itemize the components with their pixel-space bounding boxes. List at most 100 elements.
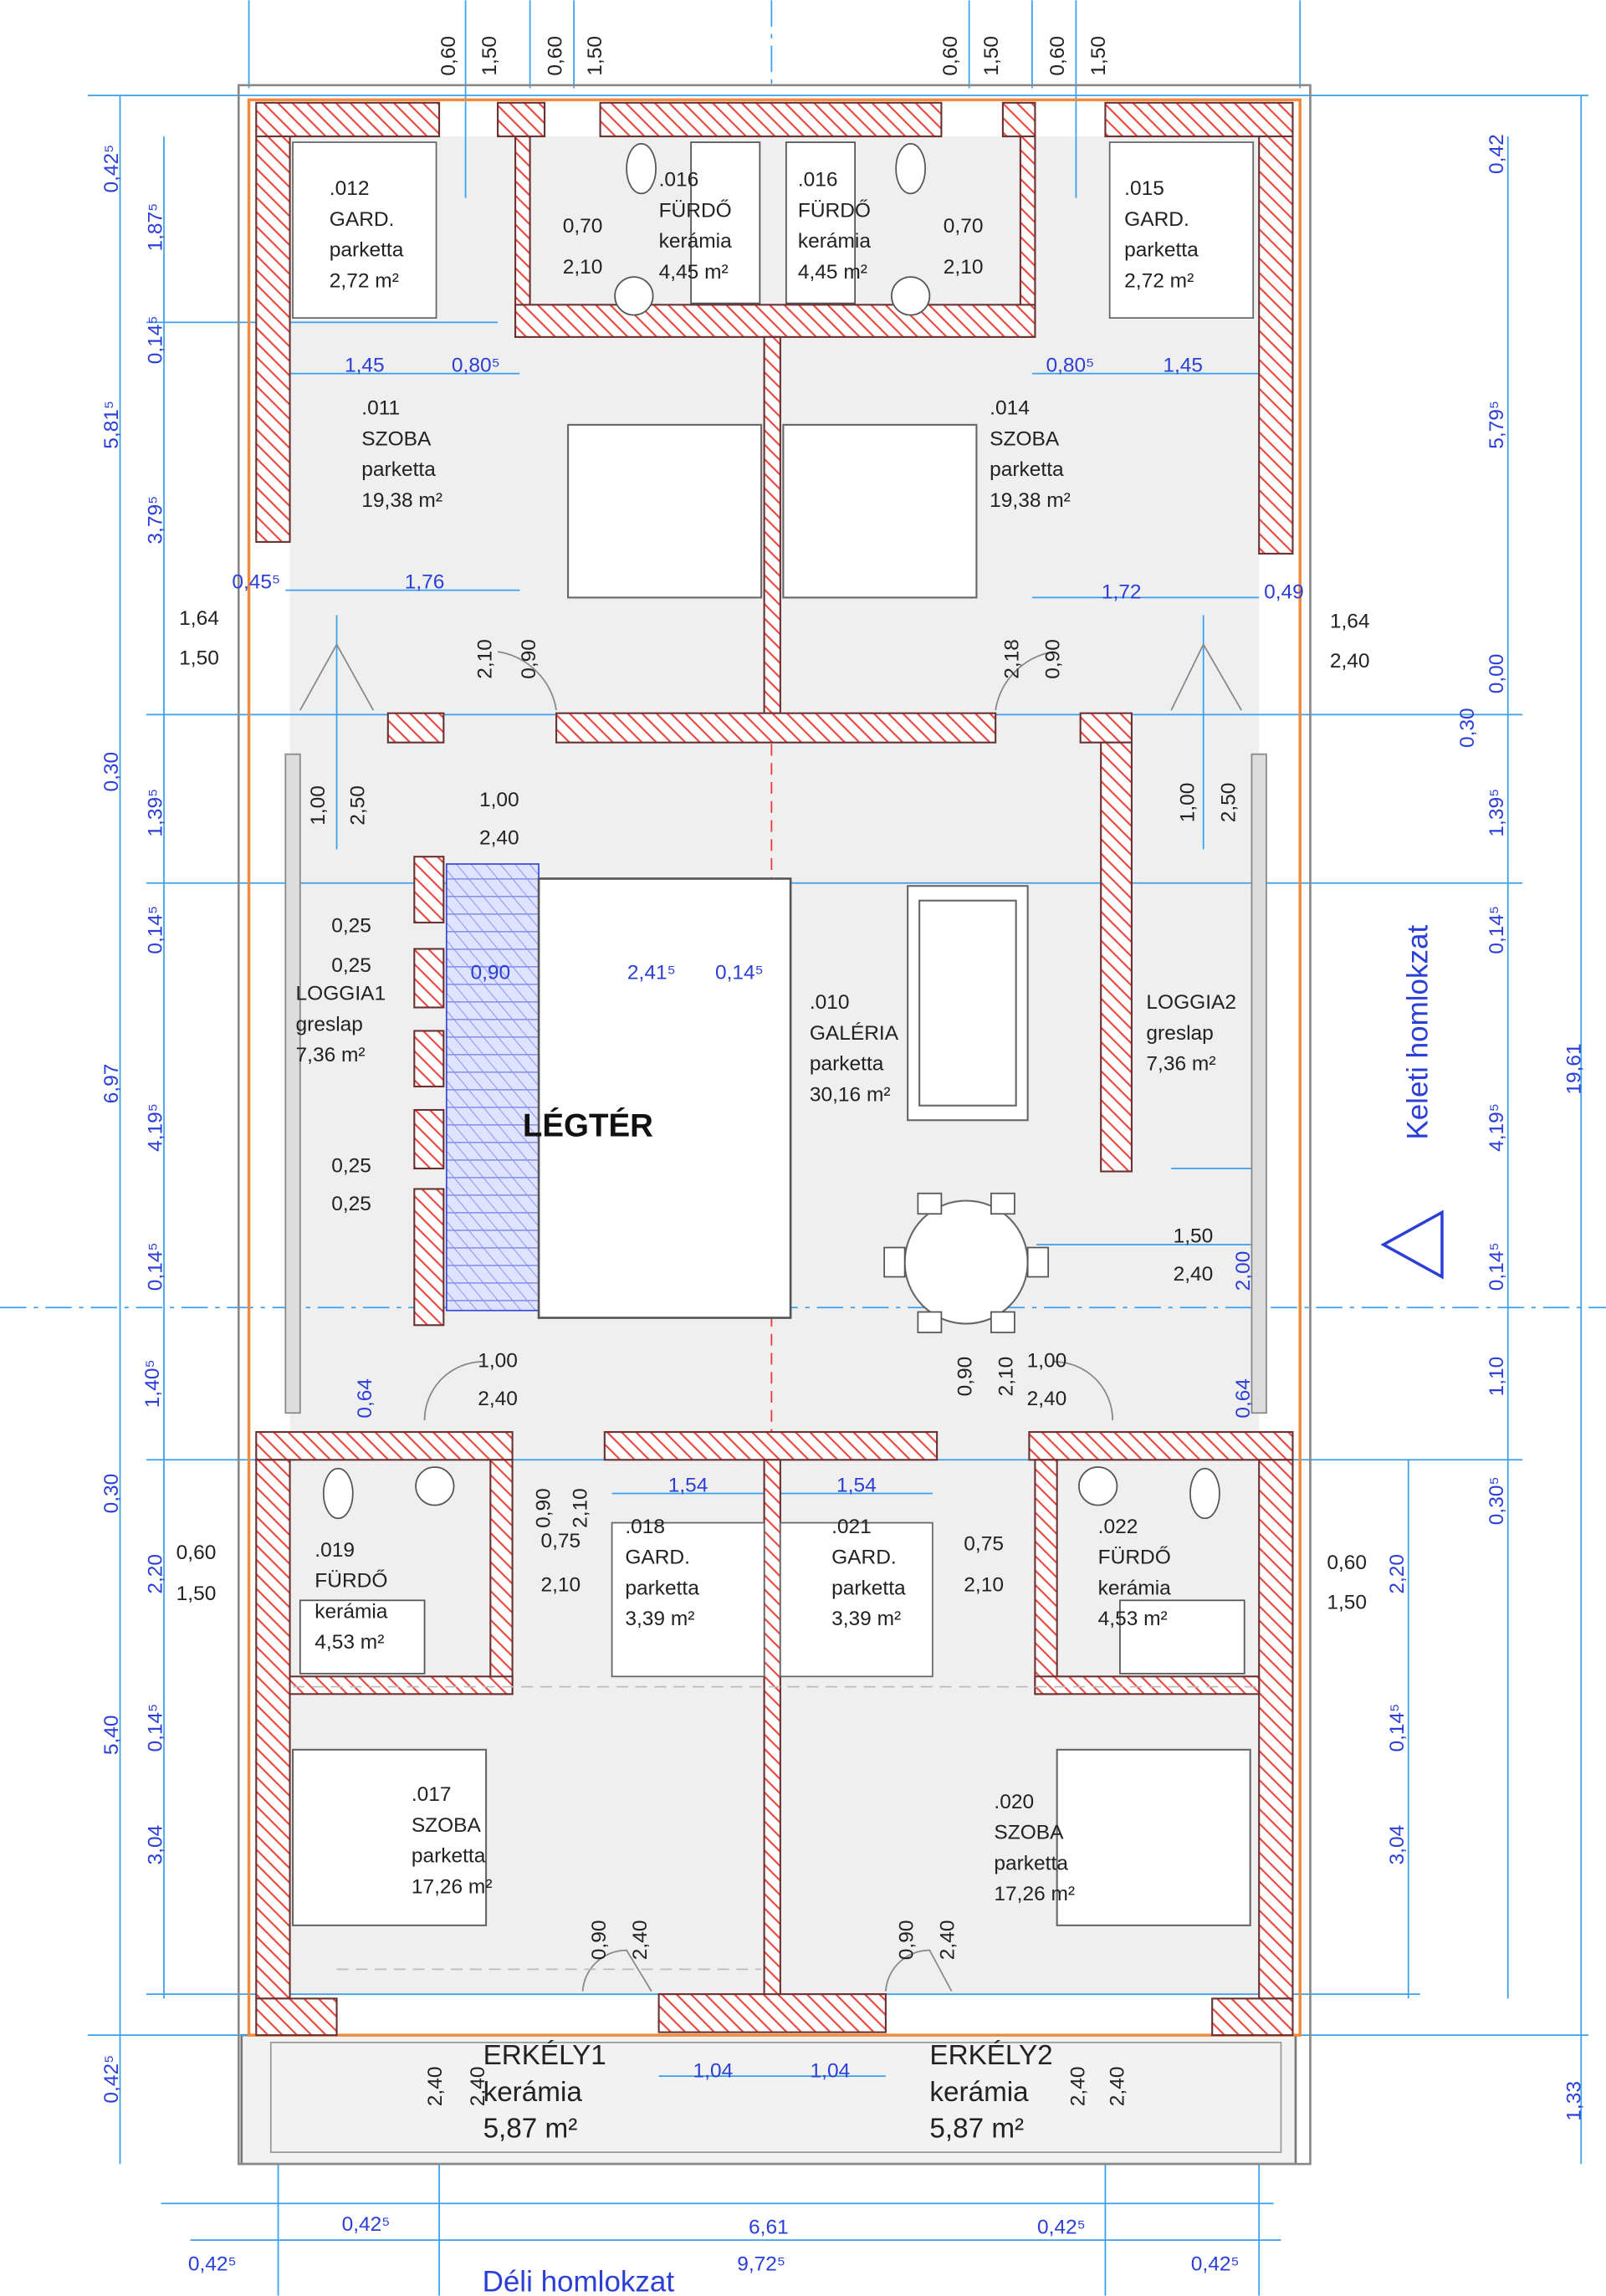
room-floor: parketta	[990, 458, 1064, 481]
room-area: 4,53 m²	[315, 1631, 384, 1654]
dimension-label: 0,25	[331, 1193, 371, 1215]
room-id: .019	[315, 1539, 355, 1562]
room-floor: kerámia	[483, 2077, 583, 2108]
dimension-label: 1,39⁵	[145, 789, 167, 837]
dimension-label: 2,10	[563, 256, 603, 279]
dimension-label: 1,50	[1174, 1225, 1214, 1248]
dimension-label: 2,20	[1386, 1554, 1409, 1594]
double-bed	[1056, 1748, 1251, 1926]
room-name: LOGGIA1	[296, 983, 386, 1005]
dimension-label: 2,40	[937, 1920, 959, 1961]
staircase	[445, 863, 540, 1312]
dimension-label: 0,30	[1456, 708, 1479, 748]
room-id: .015	[1124, 177, 1164, 200]
dimension-label: 1,87⁵	[145, 203, 167, 252]
room-id: .020	[994, 1791, 1034, 1813]
room-floor: greslap	[1146, 1022, 1213, 1045]
dimension-label: 1,39⁵	[1486, 789, 1508, 837]
room-id: .011	[361, 397, 400, 420]
room-name: GARD.	[1124, 208, 1189, 231]
dimension-label: 0,90	[533, 1488, 555, 1528]
east-facade-label: Keleti homlokzat	[1401, 925, 1434, 1140]
room-name: GARD.	[330, 208, 395, 231]
dimension-label: 0,70	[563, 215, 603, 238]
dimension-label: 0,42⁵	[1191, 2253, 1240, 2275]
room-floor: parketta	[361, 458, 436, 481]
double-bed	[291, 1748, 488, 1926]
dimension-label: 0,60	[437, 36, 460, 76]
room-area: 2,72 m²	[1124, 269, 1194, 292]
dimension-label: 1,50	[1327, 1591, 1367, 1613]
room-area: 7,36 m²	[1146, 1053, 1215, 1076]
room-name: FÜRDŐ	[1098, 1547, 1171, 1569]
triangle-marker-icon	[1380, 1209, 1444, 1280]
dimension-label: 2,40	[1330, 650, 1370, 672]
dimension-label: 2,10	[540, 1573, 581, 1596]
room-id: .014	[990, 397, 1030, 420]
room-id: .010	[810, 991, 850, 1014]
dimension-label: 1,54	[836, 1474, 877, 1496]
room-area: 19,38 m²	[361, 489, 442, 512]
dimension-label: 2,40	[424, 2067, 447, 2107]
room-floor: parketta	[1124, 239, 1199, 262]
room-id: .021	[831, 1516, 872, 1538]
dimension-label: 0,70	[944, 215, 984, 238]
room-name: SZOBA	[990, 427, 1060, 450]
dimension-label: 0,80⁵	[1046, 354, 1094, 376]
dimension-label: 2,40	[1027, 1388, 1067, 1410]
dimension-label: 1,00	[1027, 1350, 1067, 1373]
dimension-label: 2,50	[1218, 783, 1240, 823]
room-name: FÜRDŐ	[798, 199, 871, 222]
dimension-label: 1,10	[1486, 1357, 1508, 1397]
dimension-label: 0,90	[588, 1920, 611, 1961]
dimension-label: 3,04	[1386, 1825, 1409, 1865]
round-table	[903, 1199, 1029, 1325]
void-label: LÉGTÉR	[523, 1107, 653, 1143]
room-area: 17,26 m²	[994, 1883, 1075, 1905]
dimension-label: 3,04	[145, 1825, 167, 1865]
room-floor: kerámia	[1098, 1577, 1172, 1599]
dimension-label: 1,04	[693, 2059, 734, 2082]
room-area: 19,38 m²	[990, 489, 1071, 512]
dimension-label: 0,14⁵	[145, 1242, 167, 1291]
room-floor: kerámia	[659, 230, 733, 253]
dimension-label: 3,79⁵	[145, 496, 167, 545]
dimension-label: 0,25	[331, 1155, 371, 1178]
dimension-label: 5,81⁵	[100, 401, 123, 449]
dimension-label: 1,45	[1163, 354, 1203, 376]
dimension-label: 1,64	[179, 607, 219, 630]
dimension-label: 1,45	[345, 354, 385, 376]
building-outline	[237, 84, 1312, 2166]
dimension-label: 0,64	[354, 1378, 376, 1419]
dimension-label: 2,40	[629, 1920, 652, 1961]
dimension-label: 2,40	[1107, 2067, 1129, 2107]
dimension-label: 2,41⁵	[627, 962, 676, 984]
dimension-label: 1,00	[307, 785, 330, 826]
dimension-label: 9,72⁵	[737, 2253, 785, 2275]
dimension-label: 0,75	[540, 1530, 581, 1552]
dimension-label: 0,30	[100, 1474, 123, 1514]
room-floor: parketta	[994, 1852, 1068, 1874]
toilets	[322, 142, 1220, 1520]
room-area: 5,87 m²	[929, 2114, 1024, 2145]
dimension-label: 0,42⁵	[1037, 2217, 1086, 2239]
room-area: 4,45 m²	[798, 261, 867, 284]
dimension-label: 0,64	[1232, 1378, 1255, 1419]
dimension-label: 1,50	[980, 36, 1003, 76]
void-opening	[537, 877, 792, 1319]
dimension-label: 0,90	[1042, 639, 1065, 679]
room-floor: kerámia	[929, 2077, 1029, 2108]
dimension-label: 0,14⁵	[715, 962, 764, 984]
room-floor: kerámia	[798, 230, 872, 253]
room-name: FÜRDŐ	[315, 1570, 387, 1593]
dimension-label: 1,04	[811, 2059, 851, 2082]
room-name: FÜRDŐ	[659, 199, 732, 222]
dimension-label: 2,40	[1174, 1263, 1214, 1286]
room-id: .022	[1098, 1516, 1138, 1538]
dimension-label: 0,80⁵	[452, 354, 500, 376]
dimension-label: 19,61	[1563, 1043, 1586, 1094]
room-area: 4,53 m²	[1098, 1608, 1168, 1630]
room-name: SZOBA	[361, 427, 432, 450]
